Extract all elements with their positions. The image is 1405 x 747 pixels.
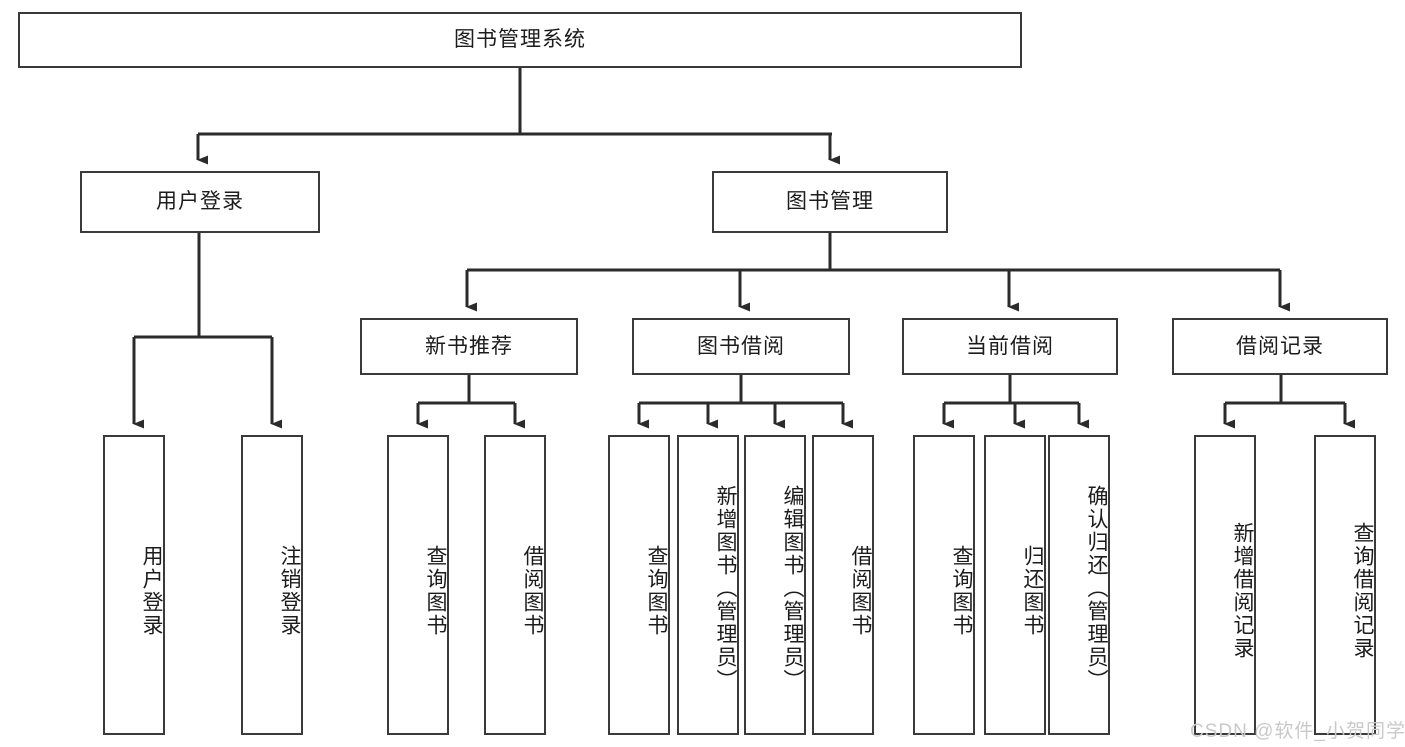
node-current-borrow-label: 当前借阅 <box>966 334 1054 358</box>
node-leaf-query-book-3[interactable]: 查询图书 <box>913 435 975 735</box>
node-leaf-add-book[interactable]: 新增图书（管理员） <box>677 435 739 735</box>
node-borrow-record-label: 借阅记录 <box>1236 334 1324 358</box>
node-book-borrow[interactable]: 图书借阅 <box>632 318 850 375</box>
node-leaf-borrow-book-2[interactable]: 借阅图书 <box>812 435 874 735</box>
node-borrow-record[interactable]: 借阅记录 <box>1172 318 1388 375</box>
node-current-borrow[interactable]: 当前借阅 <box>902 318 1118 375</box>
node-user-login[interactable]: 用户登录 <box>80 171 320 233</box>
node-new-book-recommend[interactable]: 新书推荐 <box>360 318 578 375</box>
csdn-watermark: CSDN @软件_小贺同学 <box>1190 721 1405 742</box>
node-book-borrow-label: 图书借阅 <box>697 334 785 358</box>
node-leaf-add-record-label: 新增借阅记录 <box>1231 522 1254 660</box>
node-leaf-query-book-1-label: 查询图书 <box>424 545 447 637</box>
node-book-manage-label: 图书管理 <box>786 190 874 214</box>
node-user-login-label: 用户登录 <box>156 190 244 214</box>
node-leaf-return-book[interactable]: 归还图书 <box>984 435 1046 735</box>
node-leaf-query-record-label: 查询借阅记录 <box>1351 522 1374 660</box>
node-leaf-borrow-book-1[interactable]: 借阅图书 <box>484 435 546 735</box>
node-root-label: 图书管理系统 <box>454 28 586 52</box>
node-root[interactable]: 图书管理系统 <box>18 12 1022 68</box>
node-leaf-query-book-3-label: 查询图书 <box>950 545 973 637</box>
node-leaf-user-login-label: 用户登录 <box>140 545 163 637</box>
node-leaf-add-book-label: 新增图书（管理员） <box>714 484 737 692</box>
node-leaf-return-book-label: 归还图书 <box>1021 545 1044 637</box>
node-leaf-query-record[interactable]: 查询借阅记录 <box>1314 435 1376 735</box>
node-book-manage[interactable]: 图书管理 <box>712 171 948 233</box>
node-leaf-add-record[interactable]: 新增借阅记录 <box>1194 435 1256 735</box>
node-new-book-recommend-label: 新书推荐 <box>425 334 513 358</box>
node-leaf-user-logout-label: 注销登录 <box>278 545 301 637</box>
node-leaf-query-book-2[interactable]: 查询图书 <box>608 435 670 735</box>
node-leaf-user-login[interactable]: 用户登录 <box>103 435 165 735</box>
node-leaf-query-book-1[interactable]: 查询图书 <box>387 435 449 735</box>
node-leaf-confirm-return[interactable]: 确认归还（管理员） <box>1048 435 1110 735</box>
node-leaf-user-logout[interactable]: 注销登录 <box>241 435 303 735</box>
node-leaf-edit-book[interactable]: 编辑图书（管理员） <box>744 435 806 735</box>
node-leaf-edit-book-label: 编辑图书（管理员） <box>781 484 804 692</box>
node-leaf-query-book-2-label: 查询图书 <box>645 545 668 637</box>
node-leaf-borrow-book-1-label: 借阅图书 <box>521 545 544 637</box>
node-leaf-borrow-book-2-label: 借阅图书 <box>849 545 872 637</box>
node-leaf-confirm-return-label: 确认归还（管理员） <box>1085 484 1108 692</box>
